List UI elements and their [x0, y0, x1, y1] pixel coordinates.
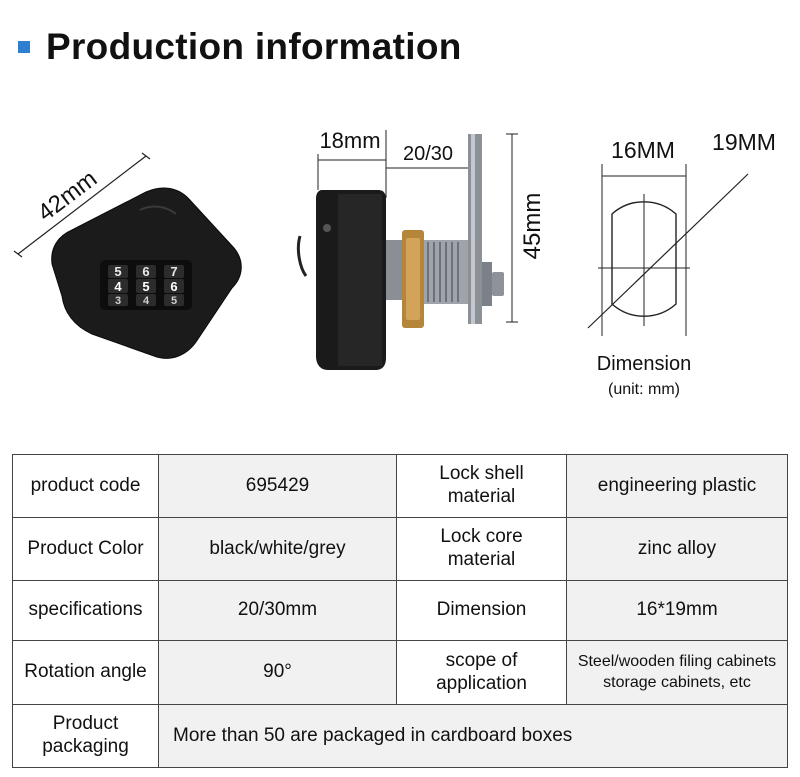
front-view-figure: 42mm 5 6 7 4 5 6 3 4 5	[13, 152, 242, 359]
table-row: specifications 20/30mm Dimension 16*19mm	[12, 580, 788, 641]
spec-value: 20/30mm	[158, 580, 397, 641]
key-profile-outline	[611, 201, 677, 317]
dial-digit: 6	[142, 264, 149, 279]
dial-digit: 7	[170, 264, 177, 279]
table-row: Product Color black/white/grey Lock core…	[12, 517, 788, 581]
page-title: Production information	[46, 26, 462, 67]
dimension-drawing: 16MM 19MM Dimension (unit: mm)	[587, 129, 776, 398]
dial-digit: 6	[170, 279, 177, 294]
spec-value: engineering plastic	[566, 454, 788, 518]
spec-value: 16*19mm	[566, 580, 788, 641]
width-label: 42mm	[33, 165, 103, 227]
spec-key: specifications	[12, 580, 159, 641]
spec-key: Product Color	[12, 517, 159, 581]
spec-value: zinc alloy	[566, 517, 788, 581]
spec-value: 695429	[158, 454, 397, 518]
dial-digit: 5	[114, 264, 121, 279]
dial-digit: 5	[142, 279, 149, 294]
body-depth-label: 18mm	[319, 128, 380, 153]
spec-value: black/white/grey	[158, 517, 397, 581]
product-figures: 42mm 5 6 7 4 5 6 3 4 5 18mm	[13, 128, 776, 398]
section-heading: Production information	[18, 22, 462, 72]
diameter-19-line	[587, 173, 749, 329]
height-label: 45mm	[519, 193, 546, 260]
spec-value: 90°	[158, 640, 397, 705]
spec-value: More than 50 are packaged in cardboard b…	[158, 704, 788, 768]
dial-digit: 3	[115, 295, 121, 307]
spec-key: Rotation angle	[12, 640, 159, 705]
width-dimension-line	[17, 155, 147, 255]
side-view-figure: 18mm 20/30 45mm	[296, 128, 546, 370]
unit-caption: (unit: mm)	[608, 381, 680, 398]
width-16-label: 16MM	[611, 137, 675, 163]
thread-length-label: 20/30	[403, 143, 453, 165]
combination-wheels: 5 6 7 4 5 6 3 4 5	[108, 264, 184, 307]
diameter-19-label: 19MM	[712, 129, 776, 155]
heading-bullet-icon	[18, 41, 30, 53]
dial-digit: 4	[114, 279, 122, 294]
dimension-caption: Dimension	[597, 353, 691, 375]
spec-key: Dimension	[396, 580, 567, 641]
spec-key: product code	[12, 454, 159, 518]
dial-digit: 4	[143, 295, 150, 307]
dial-digit: 5	[171, 295, 177, 307]
